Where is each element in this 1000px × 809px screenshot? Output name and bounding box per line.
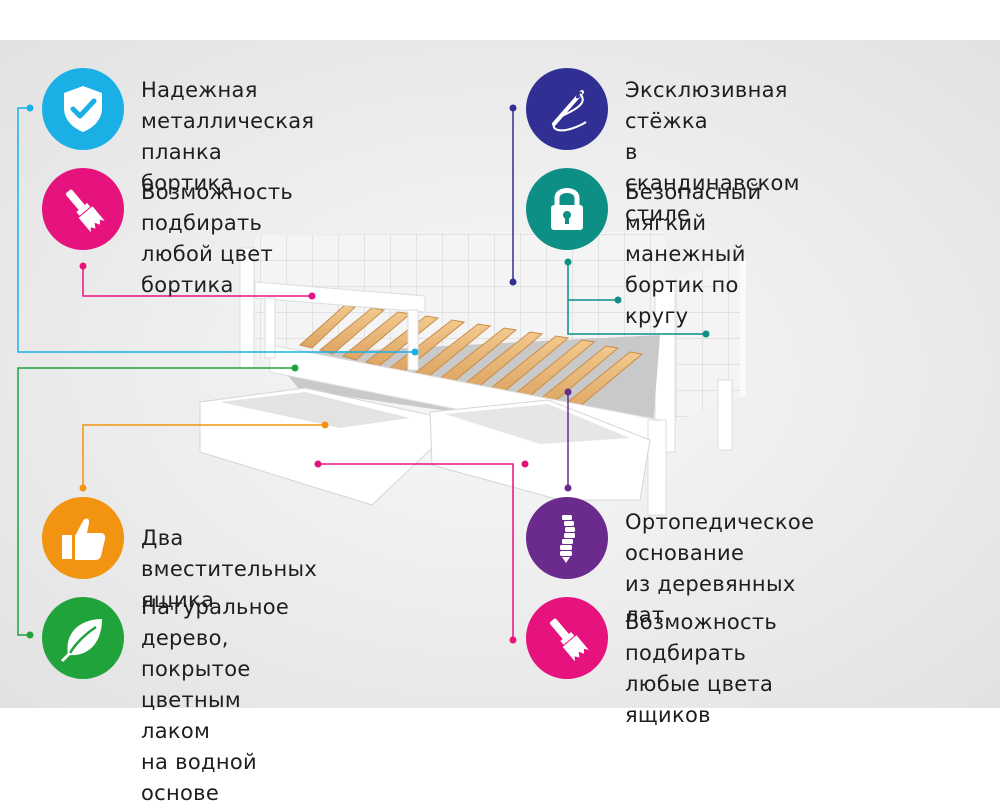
thumbs-up-icon <box>42 497 124 579</box>
shield-check-icon <box>42 68 124 150</box>
spine-icon <box>526 497 608 579</box>
bed-illustration <box>199 232 742 516</box>
wooden-slats <box>298 304 644 415</box>
feature-metal-bar-text: Надежная металлическая планка бортика <box>141 78 315 195</box>
feature-drawers-text: Два вместительных ящика <box>141 526 318 612</box>
feature-natural-wood-text: Натуральное дерево, покрытое цветным лак… <box>141 595 290 805</box>
padlock-icon <box>526 168 608 250</box>
feature-soft-bumper-text: Безопасный мягкий манежный бортик по кру… <box>625 180 762 328</box>
paintbrush-icon <box>526 597 608 679</box>
leaf-icon <box>42 597 124 679</box>
feature-drawer-color-text: Возможность подбирать любые цвета ящиков <box>625 610 778 727</box>
needle-thread-icon <box>526 68 608 150</box>
drawers <box>199 387 651 506</box>
guard-rail <box>254 281 426 313</box>
feature-stitching-text: Эксклюзивная стёжка в скандинавском стил… <box>625 78 800 226</box>
feature-side-color-text: Возможность подбирать любой цвет бортика <box>141 180 294 297</box>
paintbrush-icon <box>42 168 124 250</box>
leader-lines <box>17 104 710 644</box>
feature-orthopedic-text: Ортопедическое основание из деревянных л… <box>625 510 815 627</box>
